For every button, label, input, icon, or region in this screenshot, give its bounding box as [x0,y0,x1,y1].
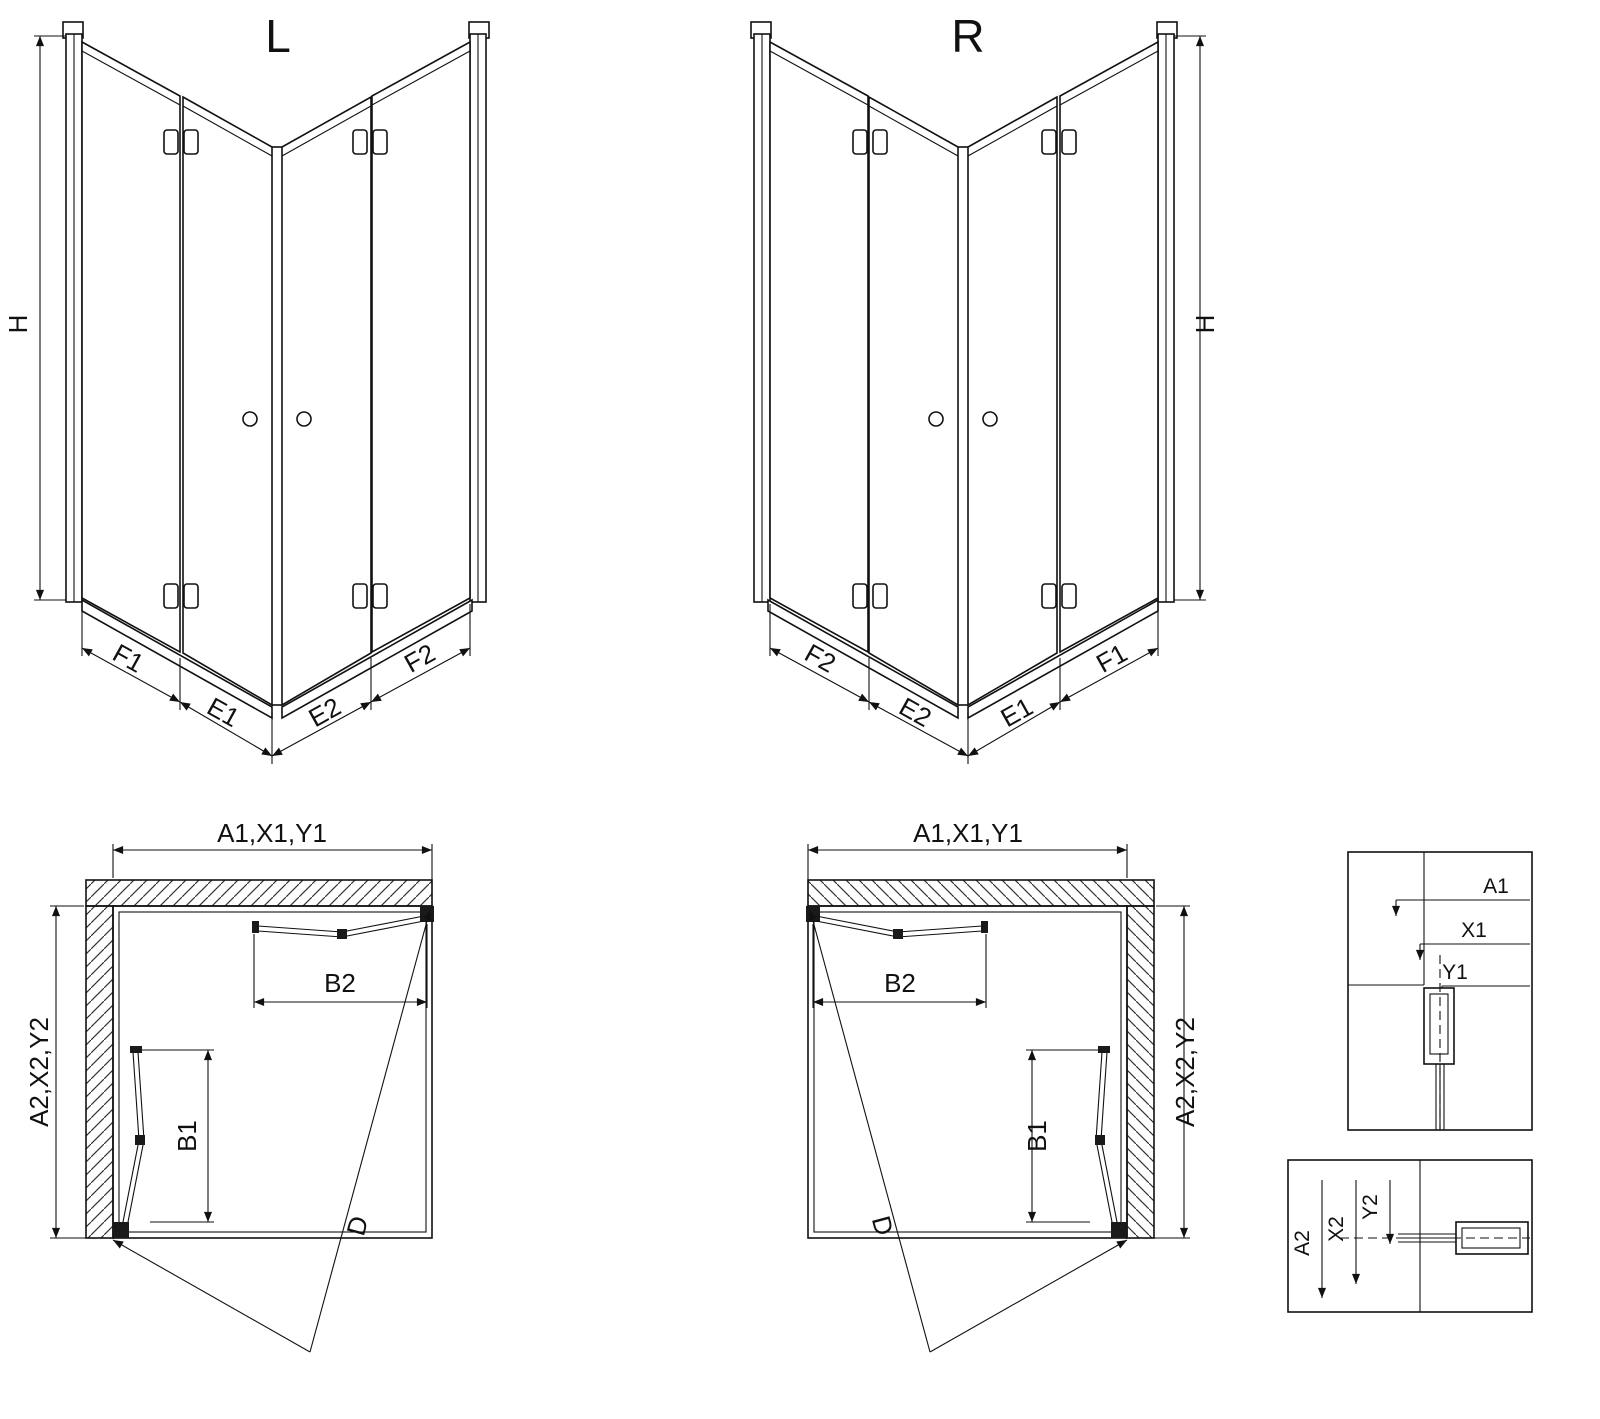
label-a1-group-right: A1,X1,Y1 [913,818,1023,848]
label-height-right: H [1190,315,1220,334]
right-plan-view [806,844,1190,1352]
label-height-left: H [3,315,33,334]
left-view-title: L [265,10,291,62]
label-b2-right: B2 [884,968,916,998]
label-a2-group-left: A2,X2,Y2 [24,1017,54,1127]
left-plan-view [50,844,434,1352]
label-b1-left: B1 [172,1120,202,1152]
label-d-right: D [866,1213,900,1239]
detail-profile-bottom [1287,1159,1533,1313]
label-detail-a2: A2 [1291,1230,1314,1256]
label-detail-a1: A1 [1483,875,1509,898]
right-view-title: R [951,10,984,62]
detail-profile-top [1347,851,1533,1131]
label-b2-left: B2 [324,968,356,998]
label-detail-x2: X2 [1325,1216,1348,1242]
label-a2-group-right: A2,X2,Y2 [1170,1017,1200,1127]
label-detail-x1: X1 [1461,919,1487,942]
label-b1-right: B1 [1022,1120,1052,1152]
label-d-left: D [340,1213,374,1239]
profile-cross-section-horizontal [1340,1221,1530,1255]
profile-cross-section-vertical [1423,955,1455,1130]
label-detail-y2: Y2 [1359,1194,1382,1220]
label-detail-y1: Y1 [1442,961,1468,984]
label-a1-group-left: A1,X1,Y1 [217,818,327,848]
